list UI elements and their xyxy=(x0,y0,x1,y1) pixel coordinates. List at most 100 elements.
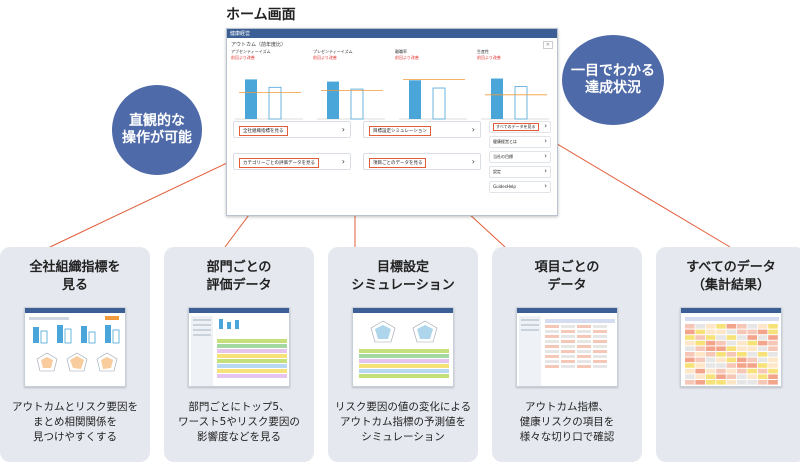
chevron-right-icon: › xyxy=(544,137,547,145)
heat-cell xyxy=(716,329,726,335)
card-description: 部門ごとにトップ5、 ワースト5やリスク要因の 影響度などを見る xyxy=(178,401,300,444)
heat-cell xyxy=(726,335,737,340)
side-item-label: 設定 xyxy=(493,169,501,174)
chevron-right-icon: › xyxy=(544,122,547,130)
heat-cell xyxy=(737,335,747,340)
bubble-text: 直観的な 操作が可能 xyxy=(122,112,192,147)
close-icon[interactable]: ✕ xyxy=(542,41,553,49)
card-all-data: すべてのデータ （集計結果） xyxy=(656,247,800,462)
side-item-all-data[interactable]: すべてのデータを見る › xyxy=(489,121,551,133)
target-simulation-button[interactable]: 目標設定シミュレーション › xyxy=(363,121,481,138)
heat-cell xyxy=(726,340,737,346)
chevron-right-icon: › xyxy=(471,157,475,166)
side-item-label: すべてのデータを見る xyxy=(493,123,539,131)
card-title: 全社組織指標を 見る xyxy=(29,260,121,293)
heat-cell xyxy=(705,357,716,363)
side-item-help[interactable]: GuidesHelp › xyxy=(489,181,551,193)
side-item-settings[interactable]: 設定 › xyxy=(489,166,551,178)
heat-cell xyxy=(747,324,757,329)
card-department-data: 部門ごとの 評価データ 部門ごとにトップ5、 ワースト5やリスク xyxy=(164,247,314,462)
thumbnail-all-data xyxy=(680,307,782,387)
thumbnail-org-indicators xyxy=(24,307,126,387)
chart-title: アブセンティーイズム xyxy=(231,49,271,54)
outcome-chart: アブセンティーイズム前回より改善 xyxy=(231,49,305,131)
heat-cell xyxy=(705,329,716,335)
category-data-button[interactable]: カテゴリーごとの評価データを見る › xyxy=(233,153,351,170)
chart-title: 生産性 xyxy=(477,49,489,54)
heat-cell xyxy=(705,374,716,379)
heat-cell xyxy=(747,329,757,335)
heat-cell xyxy=(737,346,747,351)
heat-cell xyxy=(737,340,747,346)
side-item-goals[interactable]: 当社の目標 › xyxy=(489,151,551,163)
bar-previous xyxy=(432,87,446,120)
heat-cell xyxy=(695,352,705,357)
heat-cell xyxy=(716,363,726,368)
heat-cell xyxy=(716,335,726,340)
heat-cell xyxy=(757,368,768,374)
heat-cell xyxy=(716,346,726,351)
card-title: 項目ごとの データ xyxy=(534,260,600,293)
heat-cell xyxy=(716,380,726,385)
heat-cell xyxy=(747,380,757,385)
heat-cell xyxy=(757,380,768,385)
home-screen-mockup: 健康経営 アウトカム（前年度比） ✕ アブセンティーイズム前回より改善プレゼンテ… xyxy=(226,28,558,216)
heat-cell xyxy=(747,352,757,357)
heat-cell xyxy=(768,335,778,340)
heat-cell xyxy=(695,335,705,340)
heat-cell xyxy=(695,363,705,368)
heat-cell xyxy=(726,368,737,374)
heat-cell xyxy=(726,324,737,329)
outcome-chart: プレゼンティーイズム前回より改善 xyxy=(313,49,387,131)
heat-cell xyxy=(695,324,705,329)
chevron-right-icon: › xyxy=(544,182,547,190)
heat-cell xyxy=(685,346,695,351)
card-description: アウトカムとリスク要因を まとめ相関関係を 見つけやすくする xyxy=(12,401,138,444)
heat-cell xyxy=(726,374,737,379)
card-description: リスク要因の値の変化による アウトカム指標の予測値を シミュレーション xyxy=(334,401,472,444)
item-data-button[interactable]: 項目ごとのデータを見る › xyxy=(363,153,481,170)
bar-current xyxy=(409,80,421,119)
heat-cell xyxy=(726,352,737,357)
heat-cell xyxy=(747,335,757,340)
heat-cell xyxy=(685,324,695,329)
heat-cell xyxy=(768,324,778,329)
heat-cell xyxy=(685,329,695,335)
chevron-right-icon: › xyxy=(341,157,345,166)
outcome-chart: 離職率前回より改善 xyxy=(395,49,469,131)
heat-cell xyxy=(757,329,768,335)
heat-cell xyxy=(716,357,726,363)
heat-cell xyxy=(757,340,768,346)
side-item-label: 当社の目標 xyxy=(493,154,513,159)
chevron-right-icon: › xyxy=(544,152,547,160)
heat-cell xyxy=(695,340,705,346)
heat-cell xyxy=(705,335,716,340)
heat-cell xyxy=(757,374,768,379)
org-indicators-label: 全社組織指標を見る xyxy=(239,126,288,136)
heat-cell xyxy=(685,340,695,346)
heat-cell xyxy=(747,340,757,346)
heat-cell xyxy=(705,352,716,357)
side-item-about[interactable]: 健康経営とは › xyxy=(489,136,551,148)
heat-cell xyxy=(747,357,757,363)
heat-cell xyxy=(768,357,778,363)
heat-cell xyxy=(757,363,768,368)
thumbnail-target-simulation xyxy=(352,307,454,387)
heat-cell xyxy=(695,380,705,385)
heat-cell xyxy=(726,329,737,335)
heat-cell xyxy=(757,352,768,357)
chart-note: 前回より改善 xyxy=(395,55,419,60)
heat-cell xyxy=(757,346,768,351)
heat-cell xyxy=(757,324,768,329)
side-item-label: GuidesHelp xyxy=(493,184,516,189)
heat-cell xyxy=(685,368,695,374)
heat-cell xyxy=(747,374,757,379)
org-indicators-button[interactable]: 全社組織指標を見る › xyxy=(233,121,351,138)
heat-cell xyxy=(685,357,695,363)
heat-cell xyxy=(726,380,737,385)
heat-cell xyxy=(747,346,757,351)
chevron-right-icon: › xyxy=(341,125,345,134)
heat-cell xyxy=(695,374,705,379)
chart-note: 前回より改善 xyxy=(313,55,337,60)
card-title: すべてのデータ （集計結果） xyxy=(686,260,776,293)
